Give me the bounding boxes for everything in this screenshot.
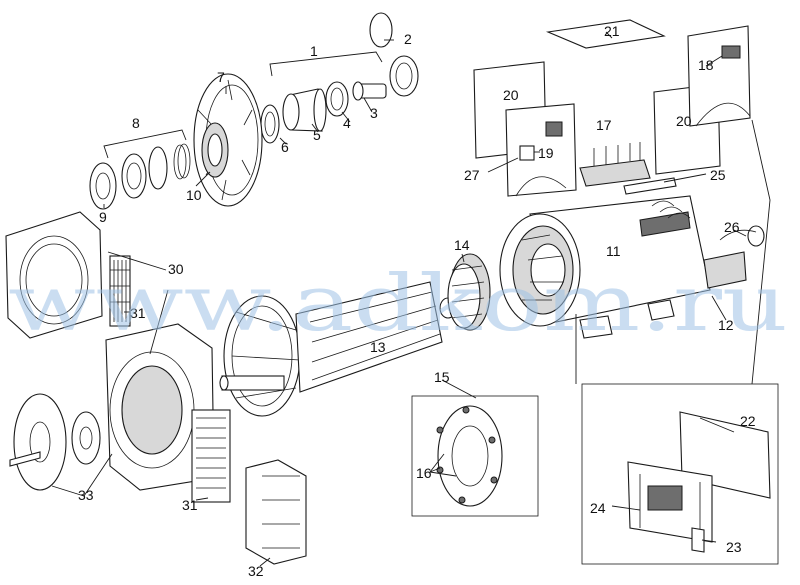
label-part-5: 5	[313, 127, 321, 143]
leader-lines	[51, 31, 771, 567]
label-part-26: 26	[724, 219, 740, 235]
front-housing-group	[5, 211, 307, 565]
label-part-20-right: 20	[676, 113, 692, 129]
label-part-11: 11	[606, 243, 621, 259]
part-31-louver	[191, 409, 231, 503]
label-part-10: 10	[186, 187, 202, 203]
label-part-9: 9	[99, 209, 107, 225]
part-12-side-plate	[703, 251, 747, 289]
part-30-adaptor	[5, 211, 103, 339]
part-15-inset	[411, 395, 539, 517]
part-23-bracket	[691, 527, 705, 553]
part-2-ring	[369, 12, 393, 48]
part-9-cap	[89, 162, 117, 210]
label-part-18: 18	[698, 57, 714, 73]
part-8-washer	[148, 146, 168, 190]
label-part-24: 24	[590, 500, 606, 516]
part-33-bolt	[9, 451, 41, 467]
part-11-connector-plate	[639, 211, 691, 237]
label-part-22: 22	[740, 413, 756, 429]
label-part-31-small: 31	[130, 305, 146, 321]
label-part-31-large: 31	[182, 497, 198, 513]
label-part-2: 2	[404, 31, 412, 47]
label-part-12: 12	[718, 317, 734, 333]
label-part-21: 21	[604, 23, 620, 39]
label-part-19: 19	[538, 145, 554, 161]
part-8-bearing	[121, 153, 147, 199]
label-part-8: 8	[132, 115, 140, 131]
label-part-30: 30	[168, 261, 184, 277]
label-part-13: 13	[370, 339, 386, 355]
part-6-ring	[260, 104, 280, 144]
label-part-23: 23	[726, 539, 742, 555]
label-part-15: 15	[434, 369, 450, 385]
stator-group	[473, 19, 765, 339]
part-16-rectifier-disk	[437, 405, 503, 507]
rear-bearing-group	[89, 12, 419, 210]
part-25-rail	[623, 177, 677, 195]
label-part-16: 16	[416, 465, 432, 481]
part-21-top-panel	[545, 19, 666, 49]
rotor-group	[219, 253, 491, 417]
label-part-3: 3	[370, 105, 378, 121]
label-part-32: 32	[248, 563, 264, 579]
label-part-27: 27	[464, 167, 480, 183]
part-26-cable-gland	[747, 225, 765, 247]
label-part-20-left: 20	[503, 87, 519, 103]
avr-inset	[581, 383, 779, 565]
part-18-rear-panel	[687, 25, 751, 127]
part-labels: 1 2 3 4 5 6 7 8 9 10 11 12 13 14 15 16 1…	[78, 23, 756, 579]
part-17-terminal-block	[579, 159, 651, 187]
label-part-4: 4	[343, 115, 351, 131]
part-19-plate	[519, 145, 535, 161]
label-part-25: 25	[710, 167, 726, 183]
label-part-7: 7	[217, 69, 225, 85]
part-32-frame	[245, 459, 307, 565]
label-part-14: 14	[454, 237, 470, 253]
label-part-33: 33	[78, 487, 94, 503]
label-part-6: 6	[281, 139, 289, 155]
part-4-bearing	[325, 81, 349, 117]
label-part-17: 17	[596, 117, 612, 133]
part-13-shaft	[221, 375, 285, 391]
part-33-hub	[71, 411, 101, 465]
label-part-1: 1	[310, 43, 318, 59]
part-2-cap	[389, 55, 419, 97]
part-13-rotor-body	[295, 281, 443, 393]
part-33-coupling-disk	[13, 393, 67, 491]
part-8-snap-ring	[173, 144, 187, 180]
watermark: www.adkom.ru	[8, 259, 788, 349]
